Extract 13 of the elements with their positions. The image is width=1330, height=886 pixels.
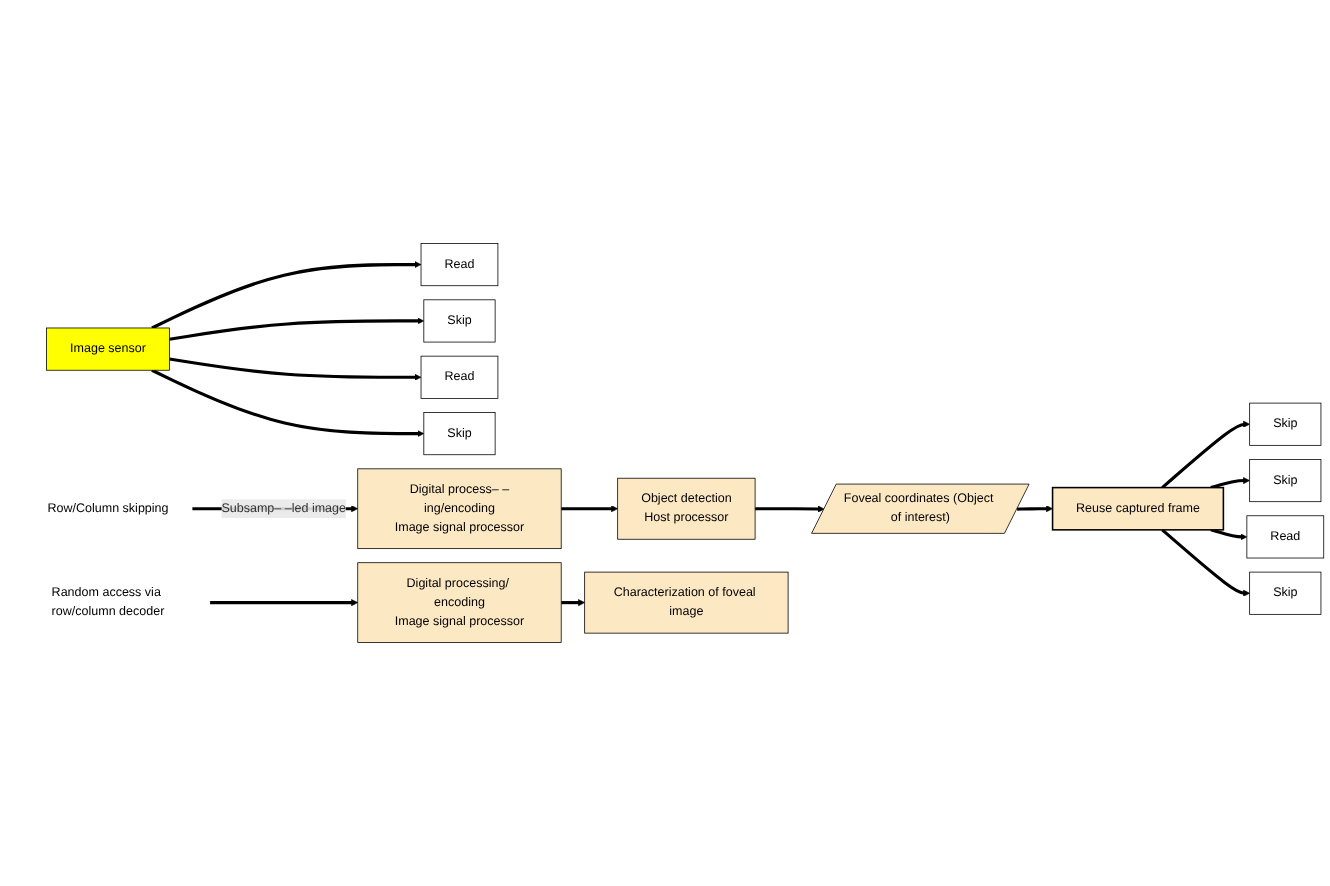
arrow	[1210, 477, 1250, 490]
arrow	[1161, 420, 1250, 489]
arrow	[169, 317, 425, 341]
arrow	[209, 599, 359, 607]
arrow	[169, 357, 422, 381]
arrow	[561, 505, 618, 513]
arrow	[1017, 505, 1053, 513]
arrow	[151, 261, 422, 330]
arrow	[1161, 528, 1250, 597]
arrow	[151, 368, 425, 438]
arrow	[755, 505, 825, 513]
arrow	[561, 599, 585, 607]
arrow	[1210, 528, 1248, 541]
